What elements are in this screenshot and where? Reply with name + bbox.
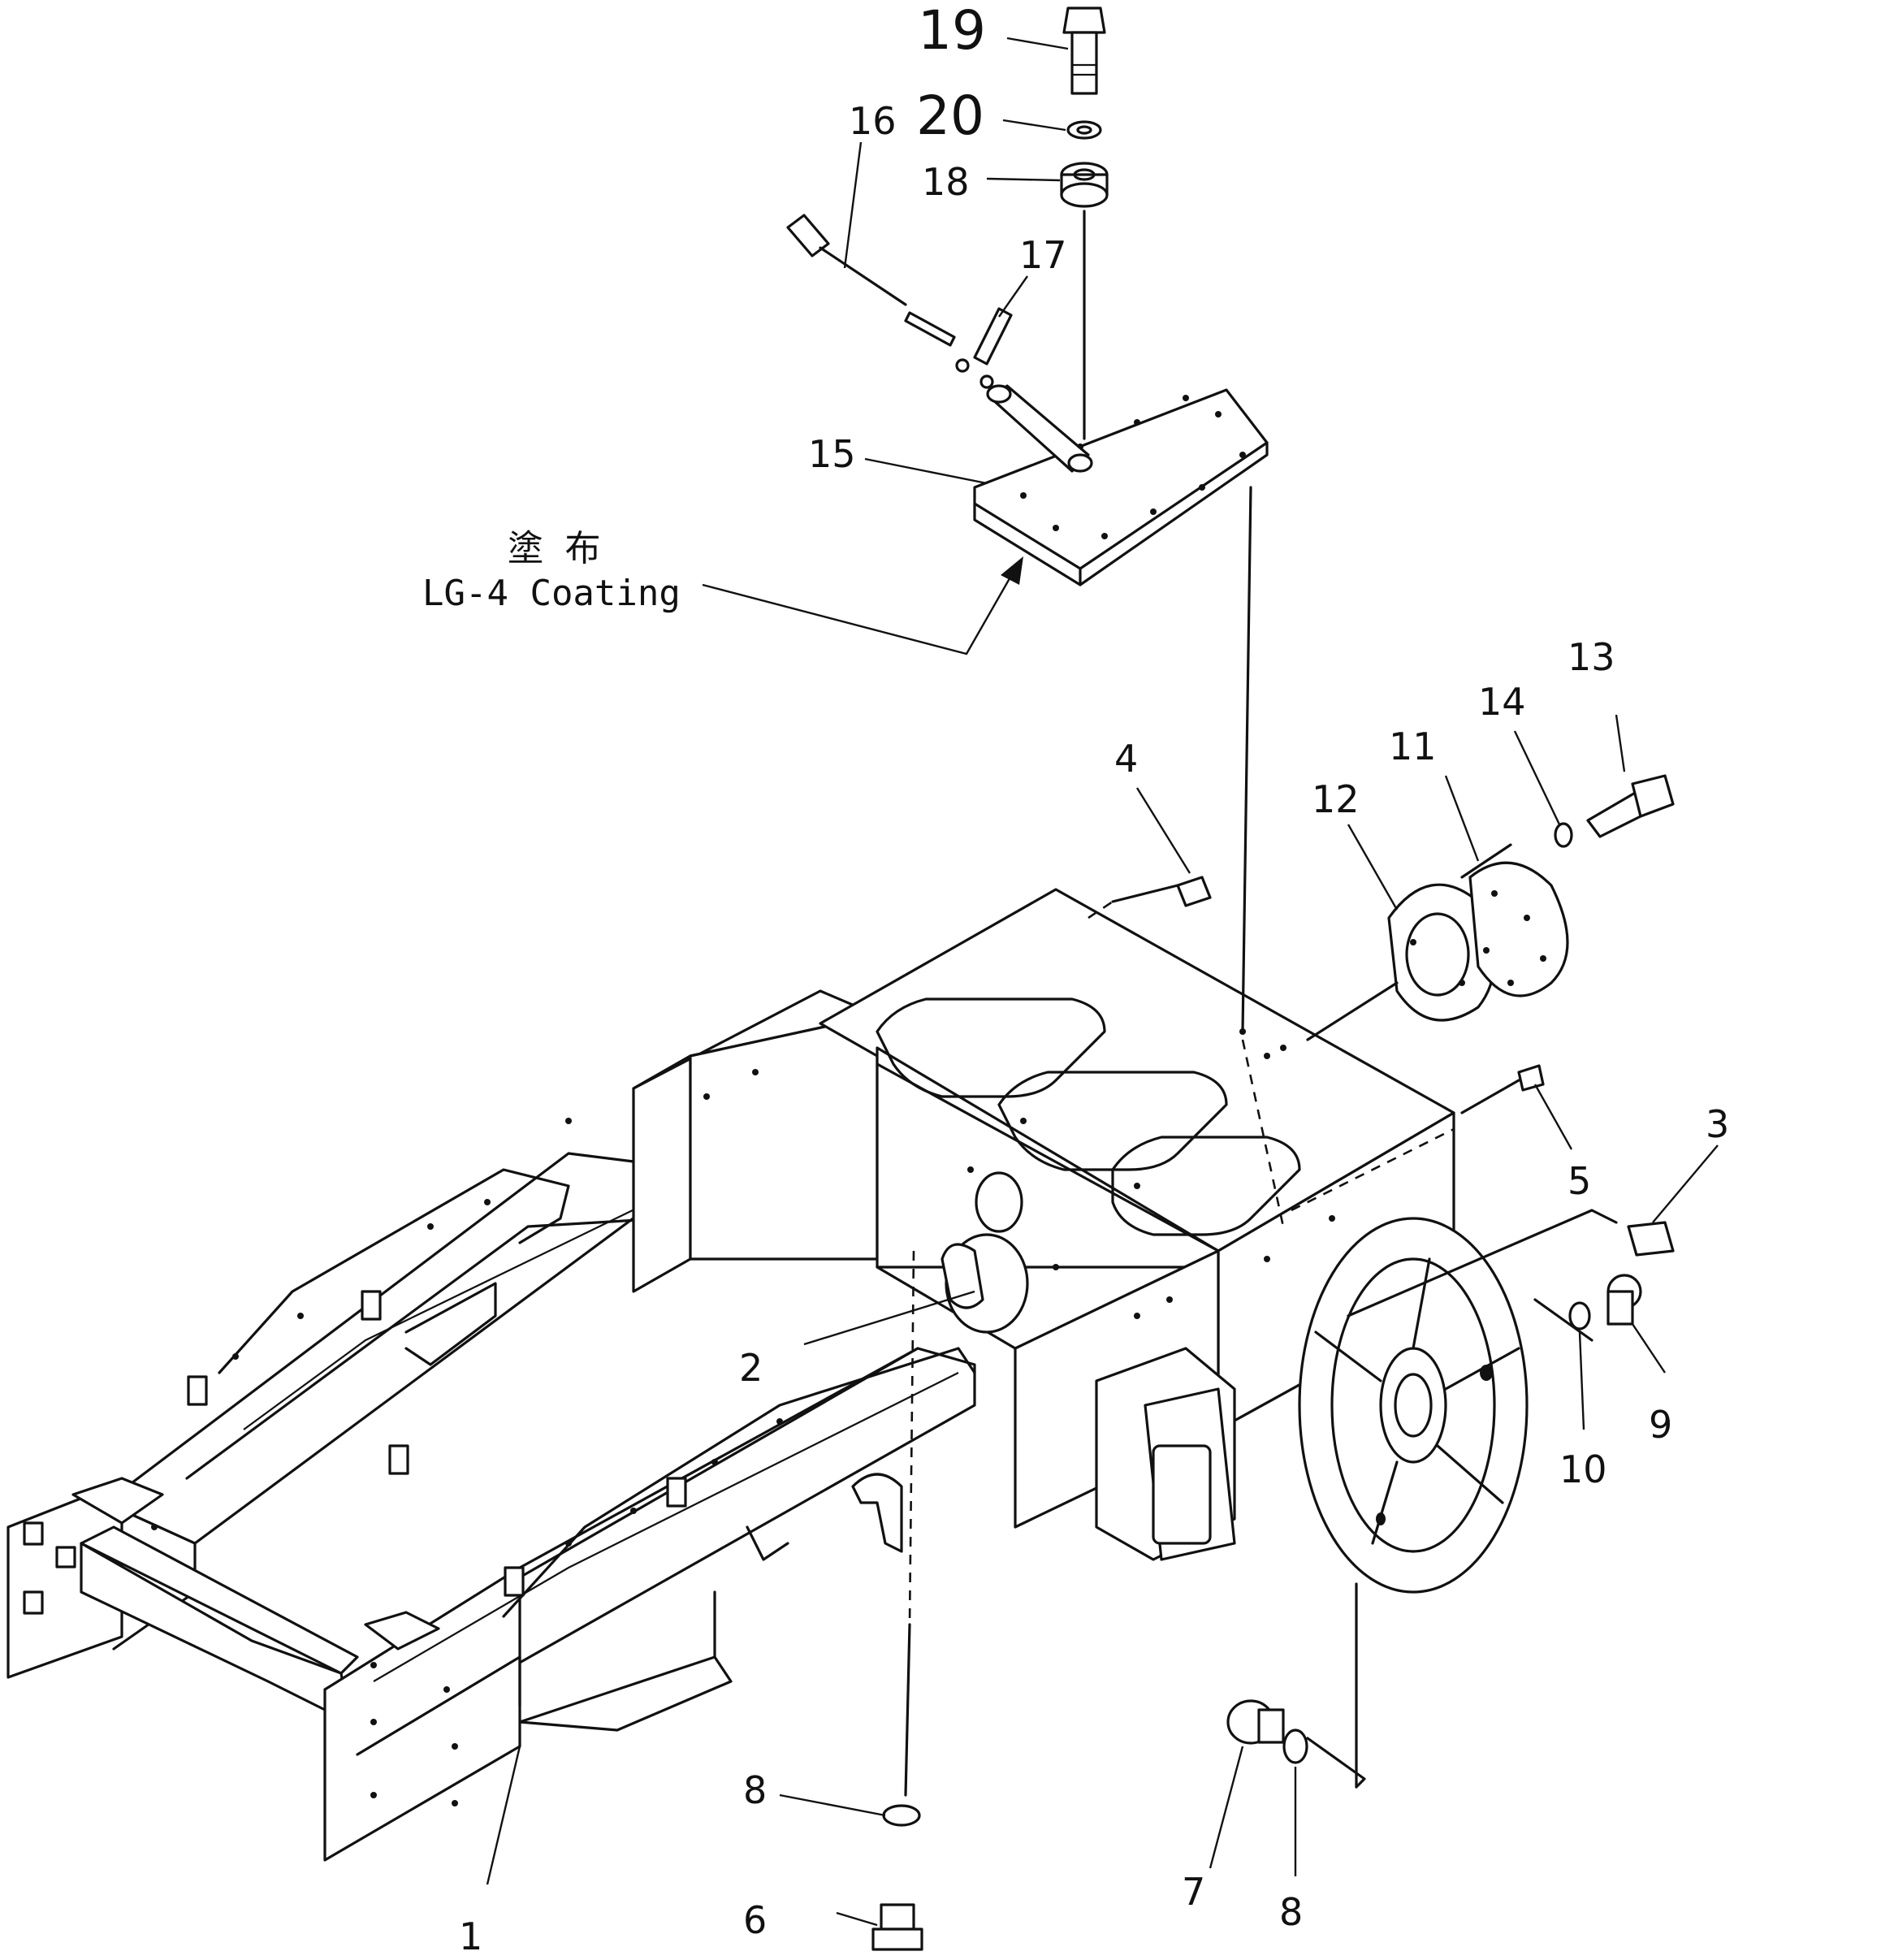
- frame-holes: [151, 1028, 1335, 1806]
- callout-7: 7: [1182, 1870, 1205, 1914]
- callout-16: 16: [849, 99, 897, 143]
- callout-11: 11: [1389, 725, 1437, 768]
- callout-6: 6: [743, 1898, 767, 1942]
- main-frame: [6, 888, 1529, 1862]
- cover-plate: [973, 388, 1269, 586]
- callout-17: 17: [1019, 233, 1067, 277]
- note-japanese: 塗 布: [508, 528, 601, 569]
- assembly-lines: [904, 486, 1618, 1797]
- callout-13: 13: [1568, 635, 1615, 679]
- callout-5: 5: [1568, 1159, 1591, 1203]
- callout-2: 2: [739, 1346, 763, 1390]
- bolt-stack: [1060, 6, 1109, 440]
- callout-8-right: 8: [1279, 1890, 1303, 1934]
- callout-4: 4: [1114, 737, 1138, 781]
- callout-8-bottom: 8: [743, 1768, 767, 1812]
- callout-9: 9: [1649, 1403, 1672, 1447]
- callout-20: 20: [916, 84, 984, 147]
- callout-15: 15: [808, 432, 856, 476]
- coating-note: 塗 布 LG-4 Coating: [422, 528, 681, 614]
- callout-3: 3: [1706, 1102, 1729, 1146]
- side-cover: [1387, 774, 1675, 1022]
- fittings: [871, 876, 1675, 1951]
- callout-14: 14: [1478, 680, 1526, 724]
- note-english: LG-4 Coating: [422, 573, 681, 614]
- dipstick-assembly: [786, 214, 1093, 473]
- callout-18: 18: [922, 160, 970, 204]
- callout-10: 10: [1559, 1447, 1607, 1491]
- callout-numbers: 1 2 3 4 5 6 7 8 8 9 10 11 12 13 14 15 16…: [459, 0, 1729, 1958]
- callout-19: 19: [918, 0, 986, 62]
- callout-12: 12: [1312, 777, 1360, 821]
- leader-lines: [486, 37, 1719, 1927]
- callout-1: 1: [459, 1915, 482, 1958]
